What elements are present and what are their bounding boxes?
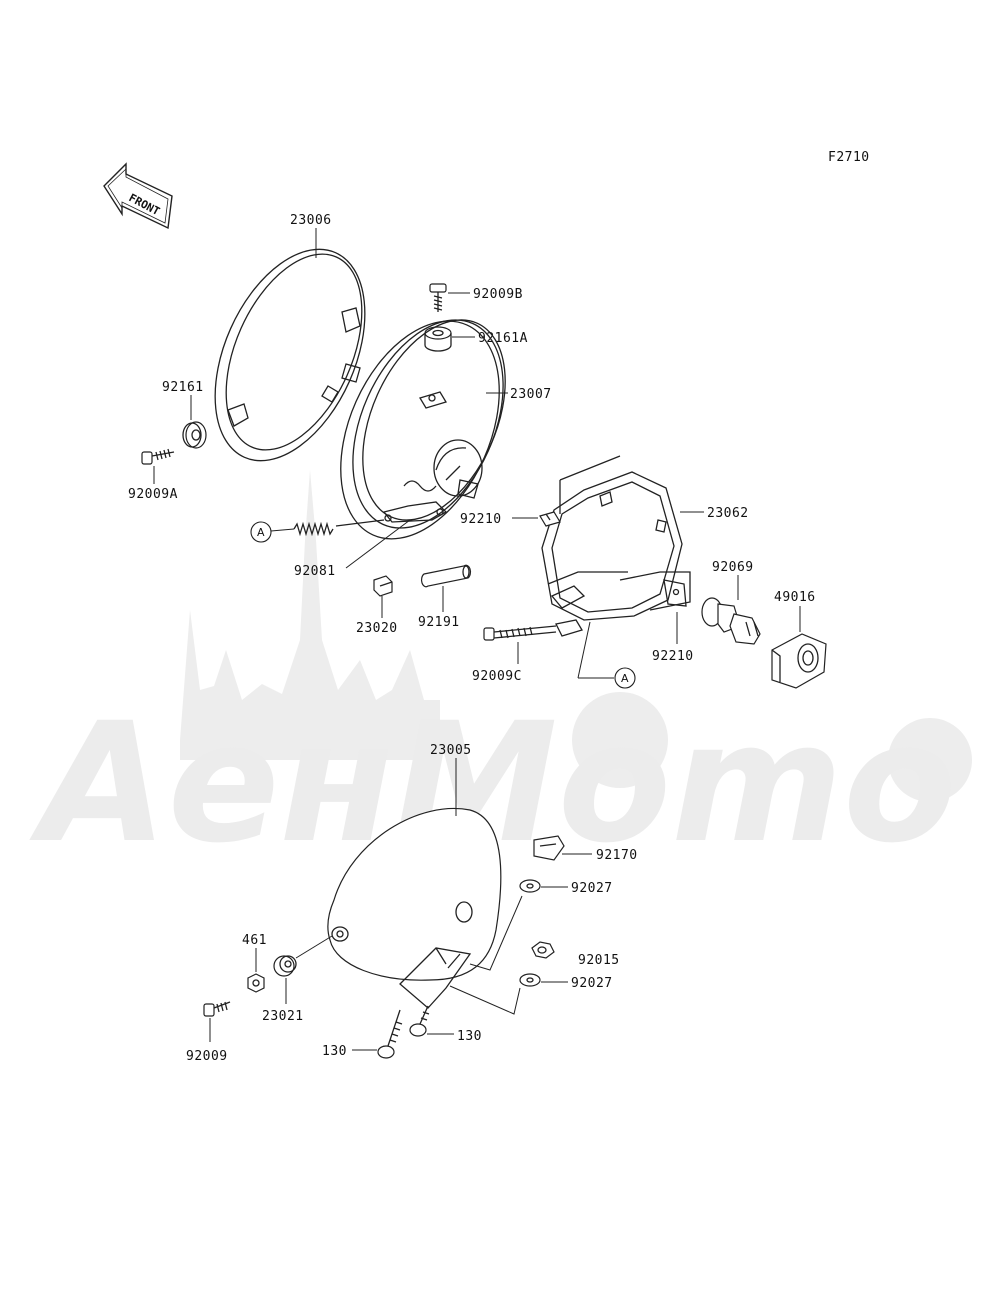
socket-cover-49016 <box>771 633 827 689</box>
grommet-23021 <box>273 955 297 977</box>
headlight-housing <box>327 808 502 1009</box>
part-label-23007: 23007 <box>510 387 552 402</box>
part-label-92161A: 92161A <box>478 331 528 346</box>
bracket-92170 <box>533 835 565 861</box>
screw-92009B <box>429 283 447 312</box>
screw-92009A <box>141 448 175 465</box>
headlight-rim <box>214 248 366 462</box>
part-label-49016: 49016 <box>774 590 816 605</box>
part-label-92009A: 92009A <box>128 487 178 502</box>
bulb-92069 <box>701 597 761 645</box>
spring-92081 <box>293 519 385 537</box>
part-label-92027-bottom: 92027 <box>571 976 613 991</box>
part-label-92009C: 92009C <box>472 669 522 684</box>
washer-92027-bottom <box>519 973 541 987</box>
figure-code: F2710 <box>828 150 870 165</box>
part-label-130-left: 130 <box>322 1044 347 1059</box>
screw-130-left <box>377 1009 403 1059</box>
grommet-92161 <box>182 421 207 449</box>
mounting-frame <box>541 455 691 621</box>
part-label-92210-top: 92210 <box>460 512 502 527</box>
part-label-92015: 92015 <box>578 953 620 968</box>
clip-23020 <box>373 575 393 597</box>
part-label-92027-top: 92027 <box>571 881 613 896</box>
part-label-92069: 92069 <box>712 560 754 575</box>
part-label-23006: 23006 <box>290 213 332 228</box>
part-label-130-right: 130 <box>457 1029 482 1044</box>
part-label-92170: 92170 <box>596 848 638 863</box>
part-label-92081: 92081 <box>294 564 336 579</box>
bolt-92009C <box>483 619 583 641</box>
callout-a-right: A <box>621 672 629 685</box>
part-label-92161: 92161 <box>162 380 204 395</box>
headlight-unit <box>340 319 506 540</box>
tube-92191 <box>420 564 472 588</box>
part-label-23062: 23062 <box>707 506 749 521</box>
nut-92015 <box>531 941 555 959</box>
nut-461 <box>247 973 265 993</box>
part-label-461: 461 <box>242 933 267 948</box>
washer-92027-top <box>519 879 541 893</box>
part-label-92009B: 92009B <box>473 287 523 302</box>
part-label-92191: 92191 <box>418 615 460 630</box>
screw-130-right <box>409 1005 430 1037</box>
part-label-92009: 92009 <box>186 1049 228 1064</box>
part-label-23020: 23020 <box>356 621 398 636</box>
screw-92009 <box>203 1001 231 1017</box>
front-arrow-icon: FRONT <box>103 162 173 230</box>
callout-a-left: A <box>257 526 265 539</box>
part-label-23005: 23005 <box>430 743 472 758</box>
part-label-92210-bottom: 92210 <box>652 649 694 664</box>
part-label-23021: 23021 <box>262 1009 304 1024</box>
clip-92210-top <box>539 511 561 527</box>
